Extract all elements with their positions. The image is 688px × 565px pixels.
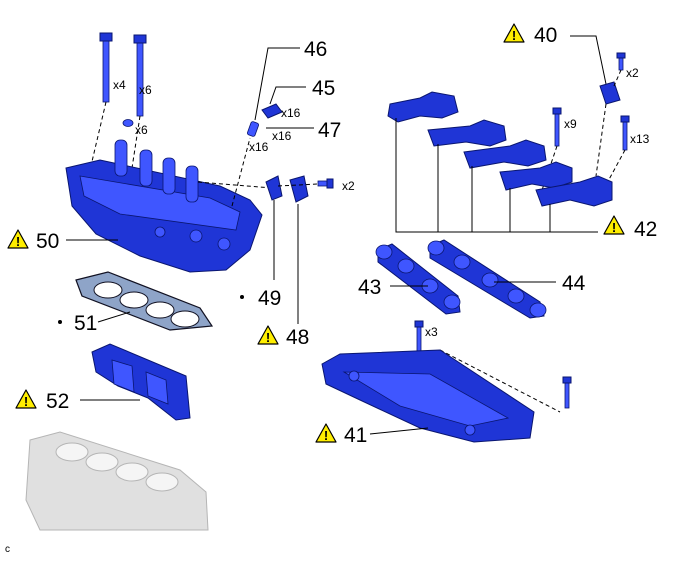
part-48-cover: [289, 175, 309, 203]
engine-block-reference: [25, 431, 209, 531]
part-46: [247, 121, 259, 137]
bolt-x9: [552, 107, 562, 147]
qty-x16-46: x16: [249, 140, 269, 154]
bullet-dot-51: [58, 320, 62, 324]
callout-52: 52: [46, 390, 69, 413]
callout-42-bracket: [395, 118, 598, 233]
warning-triangle-icon-42: [603, 215, 625, 236]
warning-triangle-icon-40: [503, 23, 525, 44]
bolt-x3: [414, 320, 424, 353]
qty-x16-45: x16: [281, 106, 301, 120]
callout-51: 51: [74, 312, 97, 335]
qty-x2-49: x2: [342, 179, 355, 193]
callout-46: 46: [304, 38, 327, 61]
callout-42: 42: [634, 218, 657, 241]
part-40: [599, 81, 621, 105]
bullet-dot-49: [240, 295, 244, 299]
camshaft-bearing-cap-1: [387, 91, 459, 123]
callout-44: 44: [562, 272, 586, 295]
qty-x2-40: x2: [626, 66, 639, 80]
camshaft-44: [427, 239, 547, 319]
callout-48: 48: [286, 326, 309, 349]
camshaft-bearing-cap-3: [463, 139, 547, 169]
camshaft-bearing-cap-5: [535, 175, 613, 207]
qty-x13: x13: [630, 132, 650, 146]
part-45: [261, 103, 283, 119]
washer: [122, 119, 134, 127]
qty-x16-47: x16: [272, 129, 292, 143]
callout-47: 47: [318, 119, 341, 142]
qty-x6-washer: x6: [135, 123, 148, 137]
part-52-shield: [91, 343, 191, 421]
warning-triangle-icon-52: [15, 389, 37, 410]
bolt-x13: [620, 115, 630, 151]
callout-49: 49: [258, 287, 281, 310]
camshaft-housing: [321, 349, 535, 443]
warning-triangle-icon-48: [257, 325, 279, 346]
reference-mark: c: [5, 544, 10, 555]
qty-x4: x4: [113, 78, 126, 92]
qty-x6-bolt: x6: [139, 83, 152, 97]
bolt-housing: [562, 376, 572, 409]
camshaft-bearing-cap-2: [427, 119, 507, 147]
callout-43: 43: [358, 276, 381, 299]
callout-41: 41: [344, 424, 367, 447]
warning-triangle-icon-50: [7, 229, 29, 250]
part-49-bolt: [317, 178, 334, 189]
camshaft-bearing-cap-4: [499, 161, 573, 191]
qty-x9: x9: [564, 117, 577, 131]
warning-triangle-icon-41: [315, 423, 337, 444]
cylinder-head: [65, 139, 263, 273]
head-gasket: [75, 271, 214, 331]
qty-x3: x3: [425, 325, 438, 339]
part-49-bracket: [265, 175, 283, 201]
head-bolt-long-2: [133, 34, 147, 117]
bolt-40: [616, 52, 626, 71]
callout-45: 45: [312, 77, 335, 100]
head-bolt-long-1: [99, 32, 113, 103]
callout-40: 40: [534, 24, 557, 47]
camshaft-43: [375, 243, 461, 315]
callout-50: 50: [36, 230, 59, 253]
